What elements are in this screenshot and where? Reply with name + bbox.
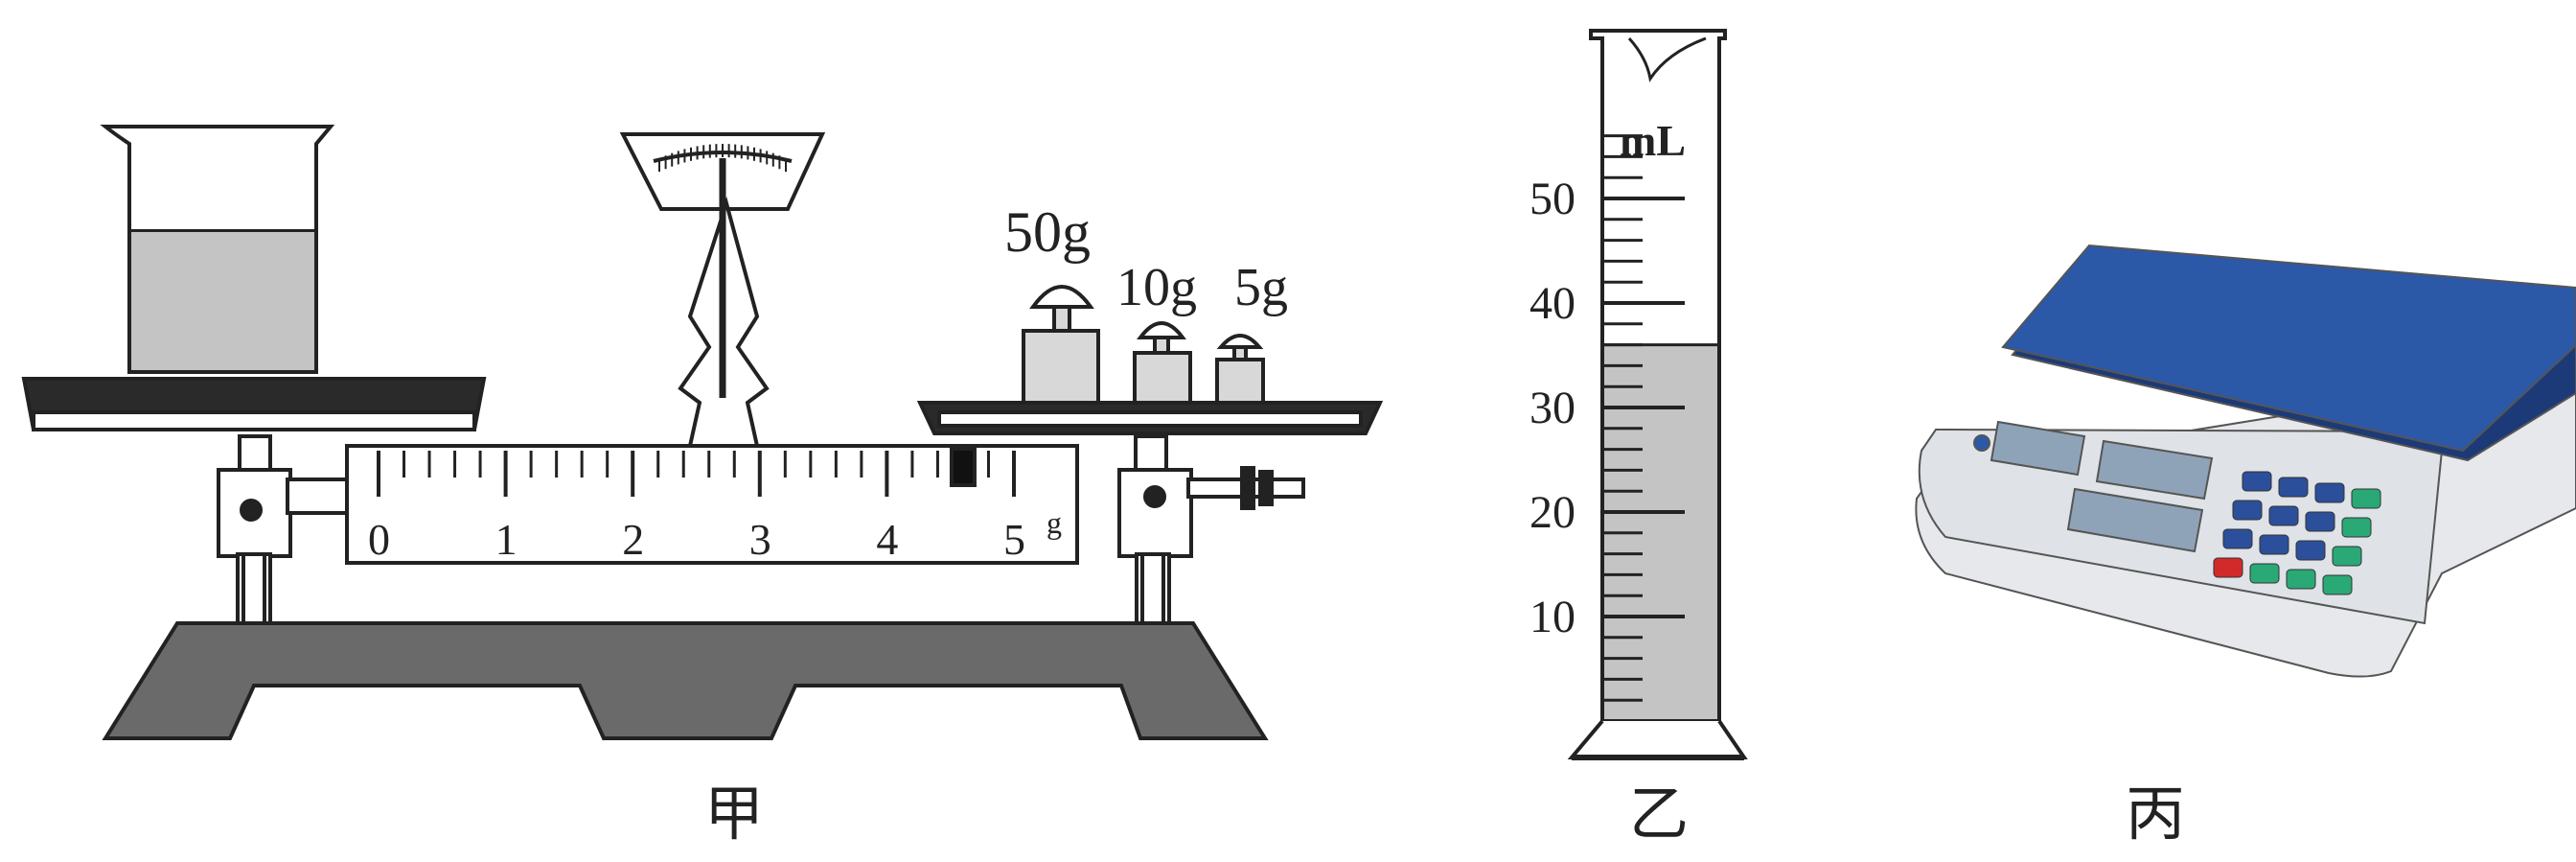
keypad-key[interactable] [2305,511,2335,532]
scale-displays [1990,420,2214,553]
weight-label-50g: 50g [1004,200,1091,264]
beam-tick-label: 4 [876,515,898,564]
beam-tick-label: 5 [1003,515,1025,564]
beam-scale [345,444,1079,565]
pointer-stand [619,132,826,448]
weight-label-5g: 5g [1234,258,1288,317]
keypad-key[interactable] [2314,482,2345,503]
beam-tick-label: 2 [622,515,644,564]
cylinder-ticks [1602,134,1685,702]
display-lower [2066,487,2204,553]
cylinder-labels: 10 20 30 40 50 [1530,174,1576,642]
keypad-key[interactable] [2222,528,2253,549]
display-middle [2095,439,2214,501]
scale-logo [1973,434,1990,452]
beam-tick-label: 1 [495,515,518,564]
left-support [217,434,349,625]
beam-tick-label: 3 [749,515,771,564]
beaker [100,125,335,374]
beam-scale-unit: g [1046,505,1062,540]
keypad-key[interactable] [2286,569,2316,590]
keypad-key[interactable] [2259,534,2289,555]
keypad-key[interactable] [2332,546,2362,567]
keypad-key[interactable] [2295,540,2326,561]
beam-rider[interactable] [949,447,977,487]
weight-50g [1022,285,1100,405]
scale-keypad [2213,471,2381,595]
caption-electronic-scale: 丙 [2126,779,2186,849]
weight-5g [1215,334,1265,405]
cylinder-tick-label: 30 [1530,383,1576,433]
beam-scale-ticks [377,451,1016,497]
caption-balance: 甲 [704,779,765,849]
beaker-liquid [129,230,316,372]
dial-ticks [658,144,787,173]
beam-balance: 0 1 2 3 4 5 g [21,125,1384,740]
graduated-cylinder: 10 20 30 40 50 mL [1530,29,1748,760]
keypad-key[interactable] [2213,557,2243,578]
keypad-key[interactable] [2322,574,2353,595]
electronic-scale [1915,244,2576,678]
display-left [1990,420,2086,477]
keypad-key[interactable] [2341,517,2372,538]
keypad-key[interactable] [2232,500,2263,521]
cylinder-unit: mL [1620,116,1686,165]
cylinder-tick-label: 20 [1530,487,1576,538]
beam-scale-labels: 0 1 2 3 4 5 [368,515,1025,564]
cylinder-tick-label: 10 [1530,592,1576,642]
beam-tick-label: 0 [368,515,390,564]
weight-label-10g: 10g [1116,258,1197,317]
scale-platform [2001,244,2576,453]
right-support [1117,434,1305,625]
cylinder-foot [1567,719,1748,759]
keypad-key[interactable] [2268,505,2299,526]
cylinder-tick-label: 40 [1530,278,1576,329]
keypad-key[interactable] [2278,477,2309,498]
keypad-key[interactable] [2249,563,2280,584]
cylinder-tick-label: 50 [1530,174,1576,224]
balance-base [102,621,1269,740]
weight-10g [1133,321,1192,405]
keypad-key[interactable] [2242,471,2272,492]
caption-cylinder: 乙 [1629,779,1690,849]
keypad-key[interactable] [2351,488,2381,509]
